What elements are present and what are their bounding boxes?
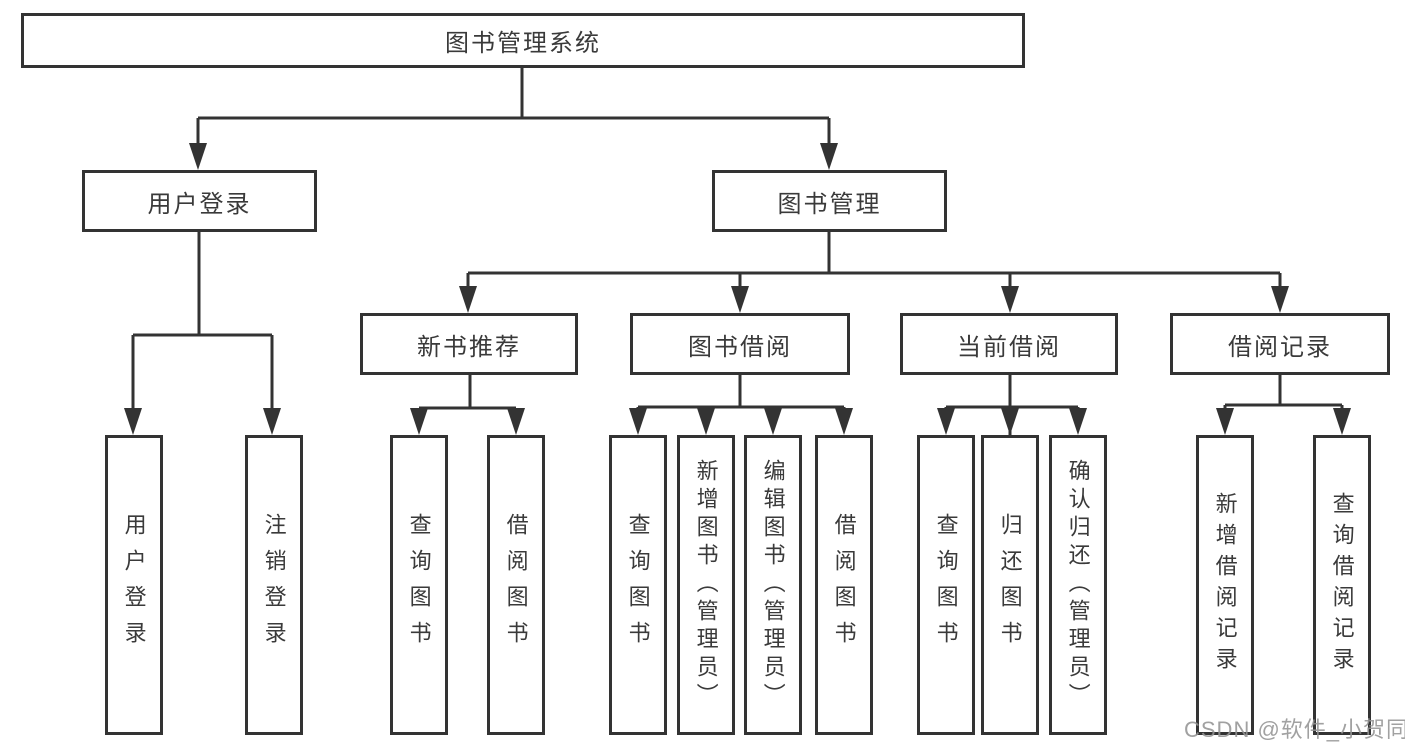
arrow-down-icon — [835, 408, 853, 435]
node-label: 借阅记录 — [1228, 333, 1332, 361]
arrow-down-icon — [1271, 286, 1289, 313]
node-label: 查询图书 — [625, 513, 651, 657]
arrow-down-icon — [937, 408, 955, 435]
node-label: 编辑图书（管理员） — [760, 459, 786, 711]
node-label: 图书管理系统 — [445, 30, 601, 57]
node-label: 图书管理 — [777, 190, 882, 218]
node-query-books: 查询图书 — [390, 435, 448, 735]
arrow-down-icon — [820, 143, 838, 170]
arrow-down-icon — [697, 408, 715, 435]
arrow-down-icon — [1001, 286, 1019, 313]
node-borrow-books: 借阅图书 — [487, 435, 545, 735]
node-add-borrow-record: 新增借阅记录 — [1196, 435, 1254, 735]
arrow-down-icon — [731, 286, 749, 313]
node-label: 归还图书 — [997, 513, 1023, 657]
node-user-login-group: 用户登录 — [82, 170, 317, 232]
arrow-down-icon — [263, 408, 281, 435]
node-borrowing-records: 借阅记录 — [1170, 313, 1390, 375]
node-label: 借阅图书 — [503, 513, 529, 657]
node-label: 注销登录 — [261, 513, 287, 657]
node-label: 新增借阅记录 — [1212, 492, 1238, 678]
node-logout: 注销登录 — [245, 435, 303, 735]
node-label: 借阅图书 — [831, 513, 857, 657]
node-label: 查询图书 — [933, 513, 959, 657]
watermark-csdn: CSDN @软件_小贺同学 — [1184, 717, 1405, 742]
node-edit-book-admin: 编辑图书（管理员） — [744, 435, 802, 735]
arrow-down-icon — [1001, 408, 1019, 435]
arrow-down-icon — [764, 408, 782, 435]
arrow-down-icon — [629, 408, 647, 435]
node-library-management-system: 图书管理系统 — [21, 13, 1025, 68]
node-query-books: 查询图书 — [917, 435, 975, 735]
node-query-borrow-record: 查询借阅记录 — [1313, 435, 1371, 735]
node-label: 新增图书（管理员） — [693, 459, 719, 711]
arrowheads — [124, 143, 1351, 435]
node-label: 确认归还（管理员） — [1065, 459, 1091, 711]
node-user-login: 用户登录 — [105, 435, 163, 735]
arrow-down-icon — [410, 408, 428, 435]
arrow-down-icon — [189, 143, 207, 170]
node-label: 用户登录 — [147, 190, 252, 218]
arrow-down-icon — [1333, 408, 1351, 435]
node-label: 新书推荐 — [417, 333, 521, 361]
connector-paths — [131, 68, 1344, 435]
arrow-down-icon — [507, 408, 525, 435]
node-return-books: 归还图书 — [981, 435, 1039, 735]
node-book-borrowing: 图书借阅 — [630, 313, 850, 375]
node-label: 当前借阅 — [957, 333, 1061, 361]
node-new-book-recommend: 新书推荐 — [360, 313, 578, 375]
node-add-book-admin: 新增图书（管理员） — [677, 435, 735, 735]
node-query-books: 查询图书 — [609, 435, 667, 735]
node-label: 查询图书 — [406, 513, 432, 657]
arrow-down-icon — [1216, 408, 1234, 435]
node-confirm-return-admin: 确认归还（管理员） — [1049, 435, 1107, 735]
node-label: 查询借阅记录 — [1329, 492, 1355, 678]
node-book-management: 图书管理 — [712, 170, 947, 232]
node-label: 图书借阅 — [688, 333, 792, 361]
node-label: 用户登录 — [121, 513, 147, 657]
arrow-down-icon — [124, 408, 142, 435]
arrow-down-icon — [1069, 408, 1087, 435]
node-current-borrowing: 当前借阅 — [900, 313, 1118, 375]
arrow-down-icon — [459, 286, 477, 313]
node-borrow-books: 借阅图书 — [815, 435, 873, 735]
